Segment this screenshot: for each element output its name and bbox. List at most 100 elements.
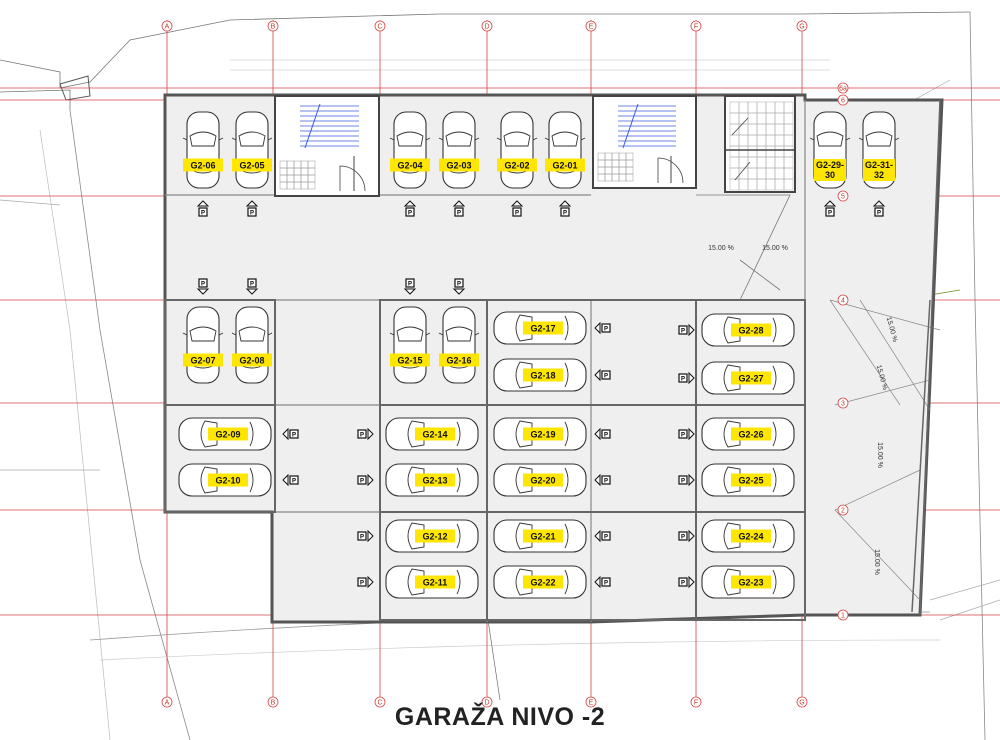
site-boundary bbox=[0, 11, 1000, 740]
arrow-icon bbox=[594, 368, 601, 382]
site-line bbox=[0, 199, 100, 471]
grid-bubble bbox=[374, 20, 386, 32]
arrow-icon bbox=[823, 200, 837, 207]
car-body bbox=[235, 306, 269, 384]
grid-label-row: 5 bbox=[841, 194, 845, 201]
spot-label-bg bbox=[439, 353, 479, 367]
site-line bbox=[69, 109, 191, 740]
car-windshield bbox=[515, 522, 533, 550]
sign-letter: P bbox=[604, 327, 608, 333]
stairs-icon bbox=[622, 103, 639, 149]
sign-box bbox=[454, 207, 464, 217]
car-mirror bbox=[231, 137, 237, 141]
grid-label-column: D bbox=[484, 700, 489, 707]
car-rear-window bbox=[564, 421, 569, 447]
arrow-icon bbox=[688, 371, 695, 385]
grid-label-row: 2 bbox=[841, 508, 845, 515]
spot-label: G2-02 bbox=[504, 161, 529, 171]
car-windshield bbox=[723, 420, 741, 448]
car-windshield bbox=[816, 131, 844, 147]
sign-box bbox=[678, 475, 688, 485]
arrow-icon bbox=[367, 427, 374, 441]
site-line bbox=[0, 89, 71, 110]
spot-label: G2-15 bbox=[397, 356, 422, 366]
ramp-wall bbox=[919, 99, 941, 616]
sign-letter: P bbox=[457, 282, 461, 288]
grid-bubble bbox=[161, 696, 173, 708]
car-rear-window bbox=[456, 467, 461, 493]
sign-box bbox=[560, 207, 570, 217]
grid-label-row: 4 bbox=[841, 298, 845, 305]
car-body bbox=[235, 111, 269, 189]
sign-letter: P bbox=[292, 479, 296, 485]
sign-box bbox=[247, 278, 257, 288]
parking-sign-icon: P bbox=[452, 278, 466, 295]
sign-box bbox=[678, 325, 688, 335]
spot-label-bg bbox=[731, 529, 771, 543]
sign-letter: P bbox=[201, 282, 205, 288]
sign-letter: P bbox=[681, 377, 685, 383]
car-windshield bbox=[238, 326, 266, 342]
spot-label: G2-03 bbox=[446, 161, 471, 171]
arrow-icon bbox=[688, 323, 695, 337]
arrow-icon bbox=[688, 473, 695, 487]
arrow-icon bbox=[367, 529, 374, 543]
sign-letter: P bbox=[563, 211, 567, 217]
spot-label: G2-18 bbox=[530, 371, 555, 381]
spot-label: G2-08 bbox=[239, 356, 264, 366]
car-windshield bbox=[515, 568, 533, 596]
spot-label-bg bbox=[731, 575, 771, 589]
sign-letter: P bbox=[681, 581, 685, 587]
grid-label-column: A bbox=[165, 700, 170, 707]
arrow-icon bbox=[196, 200, 210, 207]
sign-letter: P bbox=[408, 211, 412, 217]
arrow-icon bbox=[594, 575, 601, 589]
parking-sign-icon: P bbox=[245, 278, 259, 295]
grid-bubble bbox=[481, 696, 493, 708]
car-rear-window bbox=[456, 421, 461, 447]
car-icon bbox=[496, 111, 538, 189]
grid-bubble bbox=[837, 294, 849, 306]
grid-label-column: B bbox=[271, 24, 276, 31]
spot-label: G2-25 bbox=[738, 476, 763, 486]
ramp-line bbox=[696, 194, 791, 301]
parking-sign-icon: P bbox=[872, 200, 886, 217]
sign-letter: P bbox=[360, 535, 364, 541]
car-mirror bbox=[267, 137, 273, 141]
spot-label: G2-24 bbox=[738, 532, 763, 542]
parking-sign-icon: P bbox=[357, 427, 374, 441]
floor-tile bbox=[625, 173, 634, 182]
sign-letter: P bbox=[515, 211, 519, 217]
spot-label: G2-12 bbox=[422, 532, 447, 542]
car-body bbox=[186, 111, 220, 189]
car-windshield bbox=[238, 131, 266, 147]
spot-label: G2-13 bbox=[422, 476, 447, 486]
car-rear-window bbox=[772, 365, 777, 391]
parking-sign-icon: P bbox=[452, 200, 466, 217]
car-rear-window bbox=[772, 523, 777, 549]
sign-box bbox=[601, 429, 611, 439]
service-room bbox=[724, 95, 796, 193]
spot-label: G2-11 bbox=[423, 578, 448, 588]
car-mirror bbox=[894, 137, 900, 141]
ramp-wall bbox=[911, 299, 931, 613]
parking-sign-icon: P bbox=[196, 278, 210, 295]
spot-label: G2-14 bbox=[422, 430, 447, 440]
car-mirror bbox=[580, 137, 586, 141]
sign-box bbox=[198, 278, 208, 288]
page-title: GARAŽA NIVO -2 bbox=[394, 703, 606, 731]
car-windshield bbox=[396, 326, 424, 342]
spot-label-bg bbox=[731, 427, 771, 441]
site-line bbox=[99, 639, 941, 661]
sign-letter: P bbox=[681, 479, 685, 485]
stairs-icon bbox=[304, 103, 321, 149]
spot-label-bg bbox=[523, 321, 563, 335]
sign-box bbox=[601, 323, 611, 333]
site-line bbox=[39, 129, 111, 740]
spot-label: G2-23 bbox=[738, 578, 763, 588]
arrow-icon bbox=[196, 288, 210, 295]
sign-box bbox=[678, 429, 688, 439]
car-windshield bbox=[396, 131, 424, 147]
spot-label-bg bbox=[232, 353, 272, 367]
